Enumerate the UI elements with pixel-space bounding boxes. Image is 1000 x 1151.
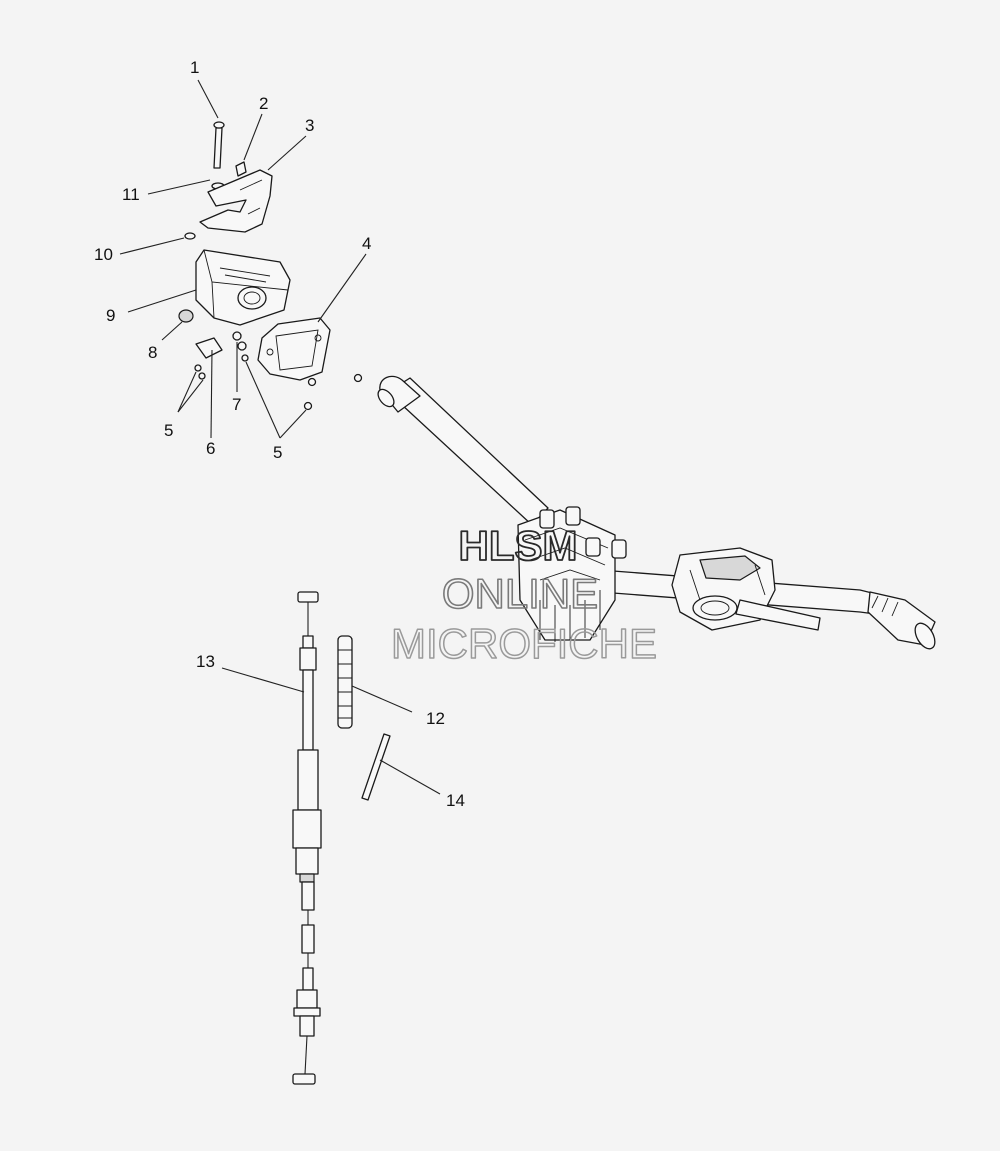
callout-7: 7 xyxy=(232,395,241,414)
throttle-housing-parts xyxy=(178,121,363,411)
watermark: HLSM ONLINE MICROFICHE xyxy=(390,521,658,668)
throttle-cable-part-13 xyxy=(292,591,322,1085)
callout-11: 11 xyxy=(122,185,140,204)
callout-14: 14 xyxy=(446,791,465,810)
callout-10: 10 xyxy=(94,245,113,264)
callout-4: 4 xyxy=(362,234,371,253)
callout-12: 12 xyxy=(426,709,445,728)
callout-3: 3 xyxy=(305,116,314,135)
part-8-bushing xyxy=(178,309,194,323)
part-14-cable-tie xyxy=(361,733,391,801)
part-2-screw xyxy=(235,161,247,177)
part-10-washer xyxy=(184,232,196,240)
callout-9: 9 xyxy=(106,306,115,325)
part-7-washer xyxy=(232,331,242,341)
watermark-line-2: ONLINE xyxy=(442,570,598,617)
part-12-sleeve xyxy=(337,635,353,729)
callout-1: 1 xyxy=(190,58,199,77)
callout-13: 13 xyxy=(196,652,215,671)
handlebar-assembly xyxy=(377,375,936,650)
watermark-line-1: HLSM xyxy=(459,522,578,569)
callout-6: 6 xyxy=(206,439,215,458)
part-6-plate xyxy=(195,337,223,359)
part-1-pin xyxy=(213,127,223,169)
watermark-line-3: MICROFICHE xyxy=(391,620,657,667)
part-9-housing xyxy=(195,249,291,326)
callout-labels: 1 2 3 4 5 5 6 7 8 9 10 11 12 13 14 xyxy=(94,58,465,810)
leader-lines xyxy=(119,79,441,795)
callout-8: 8 xyxy=(148,343,157,362)
callout-2: 2 xyxy=(259,94,268,113)
callout-5b: 5 xyxy=(273,443,282,462)
callout-5a: 5 xyxy=(164,421,173,440)
part-5-screws xyxy=(194,354,363,411)
part-3-lever xyxy=(199,169,273,233)
